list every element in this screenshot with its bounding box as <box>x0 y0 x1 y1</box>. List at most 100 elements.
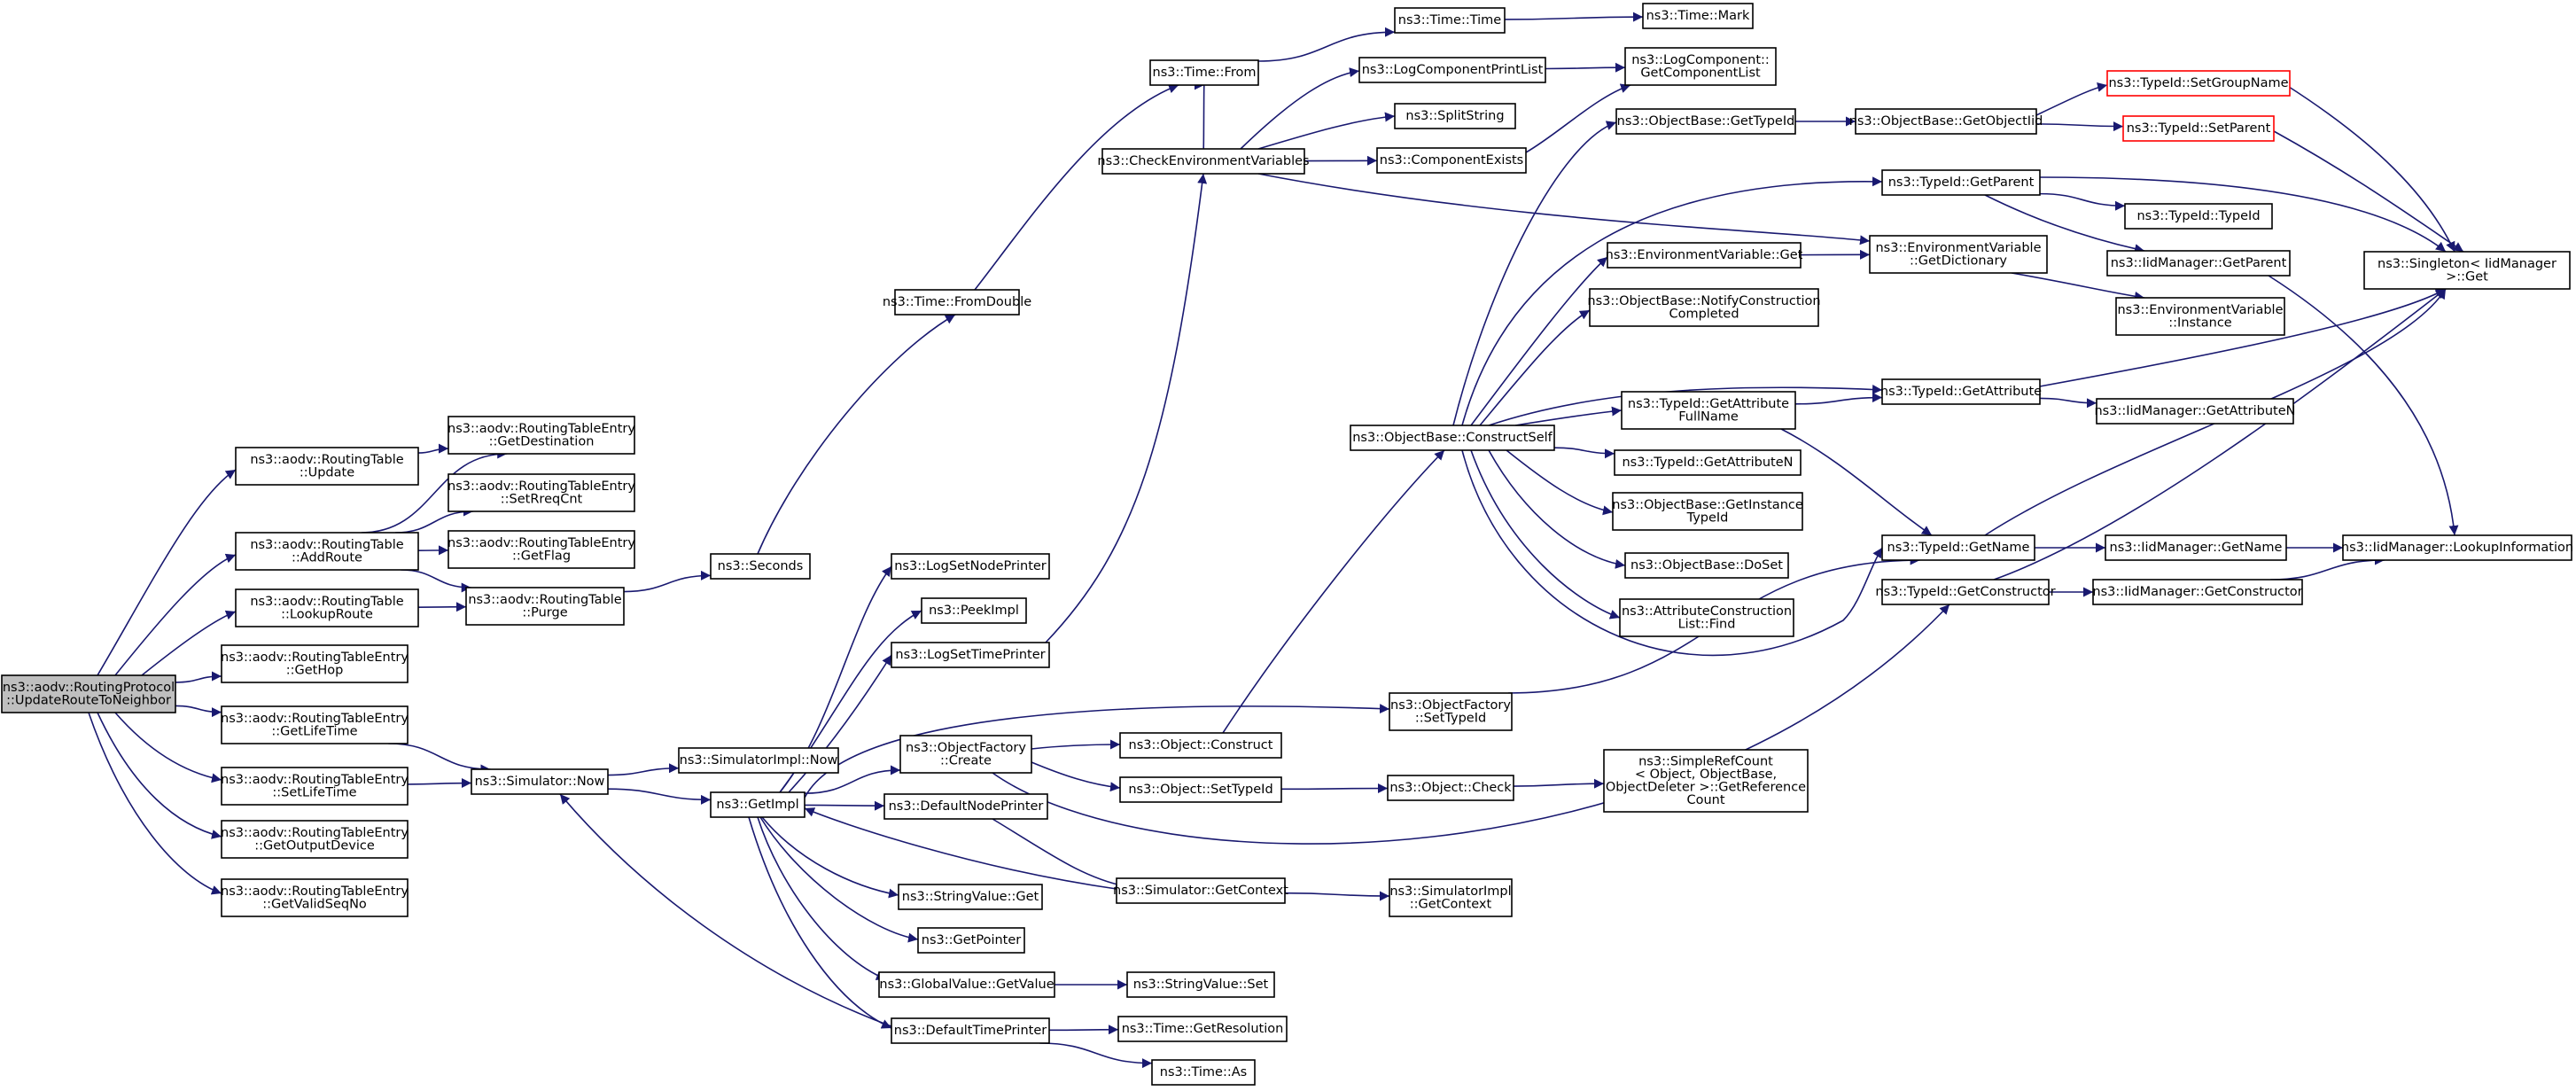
function-node[interactable]: ns3::DefaultNodePrinter <box>883 793 1048 820</box>
function-node[interactable]: ns3::aodv::RoutingTableEntry::GetOutputD… <box>221 820 409 859</box>
function-node[interactable]: ns3::IidManager::LookupInformation <box>2341 534 2573 561</box>
node-label: ::Create <box>940 753 992 768</box>
function-node[interactable]: ns3::StringValue::Set <box>1126 971 1275 998</box>
function-node[interactable]: ns3::Time::Time <box>1394 7 1506 34</box>
function-node[interactable]: ns3::SimpleRefCount< Object, ObjectBase,… <box>1603 749 1809 813</box>
function-node[interactable]: ns3::aodv::RoutingTableEntry::GetLifeTim… <box>221 705 409 744</box>
function-node[interactable]: ns3::TypeId::SetGroupName <box>2106 70 2291 97</box>
node-box <box>2122 115 2275 142</box>
function-node[interactable]: ns3::ObjectFactory::SetTypeId <box>1389 692 1513 731</box>
function-node[interactable]: ns3::EnvironmentVariable::GetDictionary <box>1869 235 2048 274</box>
function-node[interactable]: ns3::GlobalValue::GetValue <box>878 971 1055 998</box>
function-node[interactable]: ns3::aodv::RoutingTableEntry::GetFlag <box>447 530 635 569</box>
function-node[interactable]: ns3::ObjectBase::GetTypeId <box>1615 108 1796 135</box>
function-node[interactable]: ns3::Time::From <box>1149 59 1259 86</box>
node-label: ns3::TypeId::GetParent <box>1888 175 2035 190</box>
root-function-node[interactable]: ns3::aodv::RoutingProtocol::UpdateRouteT… <box>1 674 176 713</box>
function-node[interactable]: ns3::Time::Mark <box>1642 3 1754 29</box>
node-label: ::UpdateRouteToNeighbor <box>6 693 171 707</box>
node-label: ns3::aodv::RoutingTableEntry <box>221 651 409 665</box>
function-node[interactable]: ns3::ObjectFactory::Create <box>899 735 1032 774</box>
function-node[interactable]: ns3::TypeId::GetAttributeN <box>1614 449 1802 476</box>
function-node[interactable]: ns3::aodv::RoutingTable::LookupRoute <box>235 588 419 627</box>
function-node[interactable]: ns3::Time::As <box>1151 1059 1256 1086</box>
function-node[interactable]: ns3::ObjectBase::NotifyConstructionCompl… <box>1587 288 1821 327</box>
node-box <box>221 705 409 744</box>
function-node[interactable]: ns3::Object::SetTypeId <box>1119 776 1282 803</box>
node-box <box>1119 776 1282 803</box>
node-box <box>221 878 409 917</box>
node-box <box>1394 7 1506 34</box>
function-node[interactable]: ns3::aodv::RoutingTable::Purge <box>465 587 625 626</box>
node-box <box>921 597 1027 624</box>
function-node[interactable]: ns3::EnvironmentVariable::Instance <box>2115 297 2285 336</box>
node-box <box>465 587 625 626</box>
function-node[interactable]: ns3::TypeId::GetConstructor <box>1875 579 2056 605</box>
call-edge <box>607 788 712 805</box>
function-node[interactable]: ns3::ObjectBase::DoSet <box>1624 552 1789 579</box>
node-box <box>1 674 176 713</box>
function-node[interactable]: ns3::StringValue::Get <box>898 884 1043 910</box>
call-edge <box>1553 447 1615 459</box>
function-node[interactable]: ns3::TypeId::GetAttribute <box>1880 378 2042 405</box>
node-label: ns3::ObjectBase::GetTypeId <box>1617 114 1795 129</box>
node-box <box>917 927 1025 954</box>
function-node[interactable]: ns3::Object::Construct <box>1119 732 1282 759</box>
call-edge <box>1479 309 1591 426</box>
function-node[interactable]: ns3::GetImpl <box>710 791 805 818</box>
function-node[interactable]: ns3::Time::FromDouble <box>883 289 1031 316</box>
function-node[interactable]: ns3::ObjectBase::ConstructSelf <box>1350 425 1555 451</box>
node-label: ns3::DefaultNodePrinter <box>889 799 1044 814</box>
function-node[interactable]: ns3::IidManager::GetName <box>2105 534 2287 561</box>
function-node[interactable]: ns3::aodv::RoutingTableEntry::SetLifeTim… <box>221 767 409 806</box>
function-node[interactable]: ns3::Seconds <box>710 553 811 580</box>
function-node[interactable]: ns3::IidManager::GetAttributeN <box>2094 398 2296 425</box>
node-box <box>1151 1059 1256 1086</box>
function-node[interactable]: ns3::SplitString <box>1394 103 1516 129</box>
node-label: ns3::Simulator::GetContext <box>1113 884 1288 898</box>
function-node[interactable]: ns3::ObjectBase::GetObjectIid <box>1849 108 2043 135</box>
function-node[interactable]: ns3::TypeId::GetName <box>1881 534 2035 561</box>
function-node[interactable]: ns3::PeekImpl <box>921 597 1027 624</box>
function-node[interactable]: ns3::IidManager::GetParent <box>2106 250 2291 277</box>
function-node[interactable]: ns3::EnvironmentVariable::Get <box>1606 242 1803 269</box>
function-node[interactable]: ns3::Time::GetResolution <box>1117 1016 1288 1042</box>
node-label: TypeId <box>1686 510 1729 525</box>
function-node[interactable]: ns3::aodv::RoutingTableEntry::GetHop <box>221 644 409 683</box>
function-node[interactable]: ns3::aodv::RoutingTableEntry::GetDestina… <box>447 416 635 455</box>
function-node[interactable]: ns3::Object::Check <box>1387 775 1514 801</box>
function-node[interactable]: ns3::LogSetNodePrinter <box>891 553 1050 580</box>
function-node[interactable]: ns3::LogComponentPrintList <box>1358 57 1546 83</box>
function-node[interactable]: ns3::GetPointer <box>917 927 1025 954</box>
call-edge <box>97 712 222 839</box>
function-node[interactable]: ns3::aodv::RoutingTableEntry::GetValidSe… <box>221 878 409 917</box>
node-label: ns3::Singleton< IidManager <box>2378 257 2557 271</box>
call-edge <box>1193 82 1205 150</box>
function-node[interactable]: ns3::TypeId::TypeId <box>2124 203 2273 230</box>
function-node[interactable]: ns3::LogSetTimePrinter <box>891 642 1050 668</box>
function-node[interactable]: ns3::Simulator::Now <box>471 768 609 795</box>
function-node[interactable]: ns3::IidManager::GetConstructor <box>2092 579 2303 605</box>
function-node[interactable]: ns3::SimulatorImpl::GetContext <box>1389 878 1513 917</box>
function-node[interactable]: ns3::ComponentExists <box>1376 147 1527 174</box>
node-box <box>1869 235 2048 274</box>
function-node[interactable]: ns3::aodv::RoutingTable::Update <box>235 447 419 486</box>
function-node[interactable]: ns3::DefaultTimePrinter <box>891 1017 1050 1044</box>
function-node[interactable]: ns3::TypeId::SetParent <box>2122 115 2275 142</box>
function-node[interactable]: ns3::LogComponent::GetComponentList <box>1624 47 1777 86</box>
function-node[interactable]: ns3::TypeId::GetParent <box>1881 169 2041 196</box>
call-edge <box>804 765 901 794</box>
call-edge <box>1470 256 1608 426</box>
function-node[interactable]: ns3::Simulator::GetContext <box>1113 877 1288 904</box>
node-box <box>710 791 805 818</box>
function-node[interactable]: ns3::SimulatorImpl::Now <box>678 747 839 774</box>
function-node[interactable]: ns3::Singleton< IidManager>::Get <box>2363 251 2571 290</box>
call-edge <box>1031 739 1121 750</box>
function-node[interactable]: ns3::aodv::RoutingTable::AddRoute <box>235 532 419 571</box>
node-label: ns3::IidManager::GetConstructor <box>2092 585 2302 599</box>
function-node[interactable]: ns3::aodv::RoutingTableEntry::SetRreqCnt <box>447 473 635 512</box>
function-node[interactable]: ns3::CheckEnvironmentVariables <box>1097 148 1310 175</box>
